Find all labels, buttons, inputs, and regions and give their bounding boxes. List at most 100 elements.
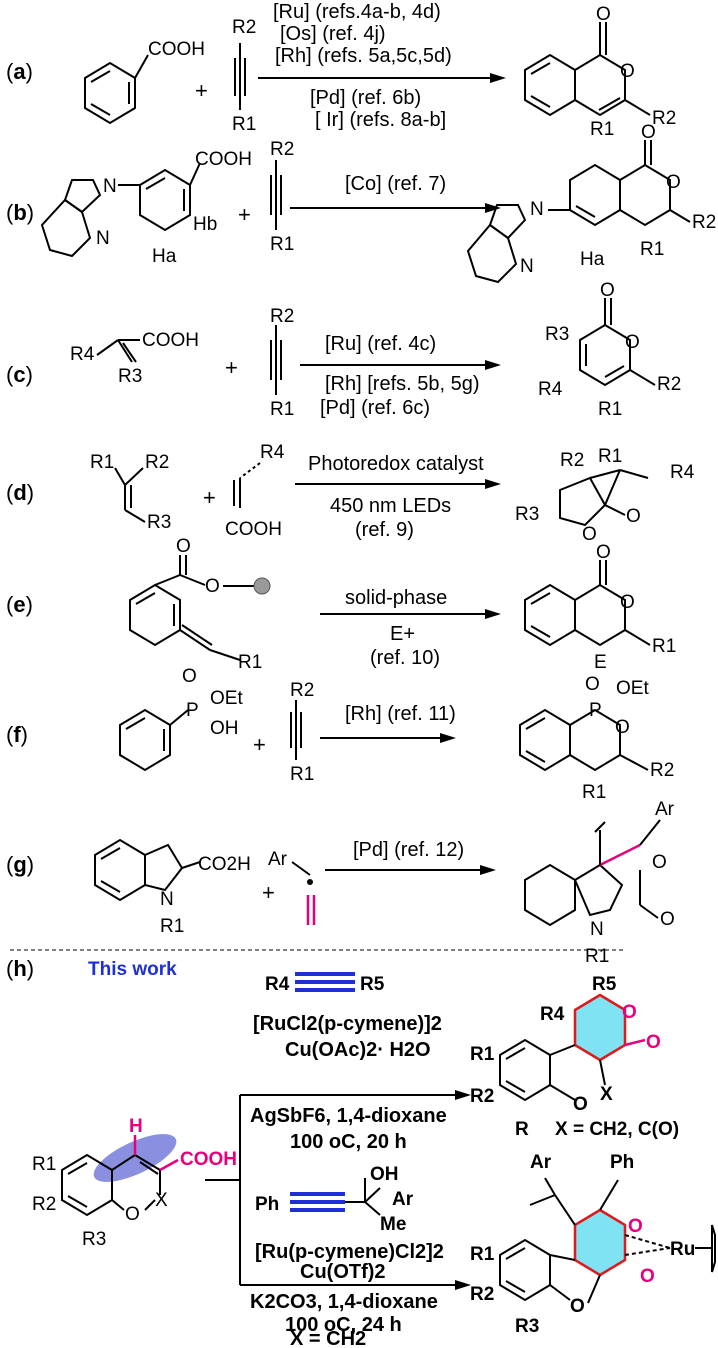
svg-text:N: N (520, 256, 534, 277)
svg-text:O: O (660, 909, 675, 930)
svg-text:R2: R2 (692, 212, 716, 233)
svg-text:O: O (176, 536, 191, 557)
svg-text:R4: R4 (670, 462, 695, 483)
svg-text:100 oC, 24 h: 100 oC, 24 h (285, 1314, 402, 1336)
svg-text:R2: R2 (470, 1284, 494, 1305)
svg-text:R1: R1 (238, 652, 262, 673)
scheme-h: (h) This work H COOH R1 R2 R3 O X (6, 956, 716, 1348)
svg-text:Ha: Ha (152, 246, 177, 267)
chromene-acid: H COOH R1 R2 R3 O X (32, 1116, 237, 1250)
svg-text:(e): (e) (6, 592, 33, 617)
svg-text:(c): (c) (6, 362, 33, 387)
svg-text:N: N (160, 889, 174, 910)
svg-text:R5: R5 (592, 974, 617, 995)
svg-text:[Co] (ref. 7): [Co] (ref. 7) (345, 173, 446, 195)
top-product: R5 R4 O O O X R1 R2 R X = CH2, C(O) (470, 974, 679, 1140)
svg-text:O: O (600, 280, 615, 301)
svg-text:OH: OH (210, 718, 239, 739)
svg-text:X: X (155, 1190, 168, 1211)
svg-text:R1: R1 (270, 234, 294, 255)
label-c: c (13, 362, 25, 387)
svg-text:O: O (615, 717, 630, 738)
phosphaisocoumarin-product: P O OEt O R2 R1 (519, 674, 674, 803)
svg-text:Ar: Ar (655, 799, 675, 820)
svg-text:R2: R2 (145, 452, 169, 473)
svg-text:O: O (182, 666, 197, 687)
svg-text:Ar: Ar (268, 849, 288, 870)
svg-text:O: O (596, 542, 611, 563)
svg-text:O: O (640, 1266, 655, 1287)
svg-text:COOH: COOH (225, 519, 282, 540)
product-g: N R1 Ar O O (524, 799, 675, 967)
svg-text:Cu(OAc)2· H2O: Cu(OAc)2· H2O (285, 1039, 431, 1061)
svg-text:R3: R3 (82, 1229, 106, 1250)
svg-text:O: O (622, 1002, 637, 1023)
svg-text:[Os] (ref. 4j): [Os] (ref. 4j) (280, 23, 386, 45)
svg-text:R2: R2 (657, 374, 681, 395)
bottom-conditions: Ph OH Ar Me [Ru(p-cymene)Cl2]2 Cu(OTf)2 … (250, 1164, 444, 1348)
alkyne: R2 R1 (232, 17, 256, 135)
svg-text:AgSbF6, 1,4-dioxane: AgSbF6, 1,4-dioxane (250, 1105, 447, 1127)
svg-text:(g): (g) (6, 852, 34, 877)
svg-text:R2: R2 (470, 1086, 494, 1107)
label-e: e (13, 592, 25, 617)
acrylic-acid: R4 COOH R3 (70, 330, 199, 387)
h-atom-label: H (129, 1116, 143, 1137)
svg-text:Photoredox catalyst: Photoredox catalyst (308, 453, 484, 475)
scheme-g: (g) CO2H N R1 + Ar [Pd] (ref. 12) N R1 (6, 799, 675, 967)
acrylic-acid: R4 COOH (225, 442, 285, 540)
svg-text:R: R (515, 1119, 529, 1140)
svg-text:X = CH2: X = CH2 (290, 1328, 366, 1348)
svg-text:O: O (596, 4, 611, 25)
svg-text:Hb: Hb (193, 214, 217, 235)
svg-text:R1: R1 (90, 452, 114, 473)
label-f: f (13, 722, 21, 747)
svg-text:+: + (253, 732, 266, 757)
svg-text:O: O (125, 1204, 140, 1225)
svg-text:[Rh] (ref. 11): [Rh] (ref. 11) (345, 703, 456, 725)
svg-text:+: + (262, 880, 275, 905)
svg-text:O: O (652, 852, 667, 873)
svg-text:[Rh] [refs. 5b, 5g): [Rh] [refs. 5b, 5g) (325, 373, 480, 395)
svg-text:Ru: Ru (670, 1239, 695, 1260)
isocoumarin-product: O O R1 E (524, 542, 676, 673)
alkyne: R2 R1 (290, 680, 314, 785)
this-work-label: This work (88, 959, 177, 980)
svg-text:R4: R4 (70, 344, 95, 365)
r2-label: R2 (232, 17, 256, 38)
svg-text:R1: R1 (470, 1044, 495, 1065)
svg-text:+: + (195, 78, 208, 103)
svg-text:R1: R1 (652, 636, 676, 657)
svg-text:X: X (600, 1084, 613, 1105)
svg-text:[Pd] (ref. 12): [Pd] (ref. 12) (353, 839, 464, 861)
svg-text:O: O (626, 506, 641, 527)
benzoic-acid: COOH (84, 39, 205, 125)
svg-text:OEt: OEt (210, 688, 243, 709)
svg-text:P: P (186, 700, 199, 721)
svg-text:100 oC, 20 h: 100 oC, 20 h (290, 1131, 407, 1153)
bottom-product: Ar Ph O O Ru O R1 R2 R3 (470, 1152, 716, 1337)
svg-text:Ha: Ha (580, 249, 605, 270)
svg-text:[Pd] (ref. 6c): [Pd] (ref. 6c) (320, 397, 430, 419)
svg-text:(ref. 10): (ref. 10) (370, 647, 440, 669)
svg-text:R4: R4 (538, 379, 563, 400)
svg-text:Cu(OTf)2: Cu(OTf)2 (300, 1261, 386, 1283)
svg-text:+: + (225, 355, 238, 380)
isocoumarin-product: O O R2 R1 (524, 4, 676, 140)
svg-text:O: O (570, 1296, 585, 1317)
scheme-c: (c) R4 COOH R3 + R2 R1 [Ru] (ref. 4c) [R… (6, 280, 681, 420)
svg-text:(f): (f) (6, 722, 28, 747)
scheme-d: (d) R1 R2 R3 + R4 COOH Photoredox cataly… (6, 442, 695, 545)
svg-text:(ref. 9): (ref. 9) (355, 519, 414, 541)
svg-text:N: N (96, 228, 110, 249)
r1-label: R1 (232, 114, 256, 135)
svg-text:E: E (594, 652, 607, 673)
scheme-e: (e) O O R1 solid-phase E+ (ref. 10) (6, 536, 676, 673)
svg-text:R2: R2 (560, 450, 584, 471)
svg-text:[Ru(p-cymene)Cl2]2: [Ru(p-cymene)Cl2]2 (255, 1241, 444, 1263)
svg-text:R2: R2 (650, 760, 674, 781)
svg-text:R2: R2 (32, 1194, 56, 1215)
label-a: a (13, 59, 26, 84)
svg-text:OH: OH (370, 1164, 399, 1185)
